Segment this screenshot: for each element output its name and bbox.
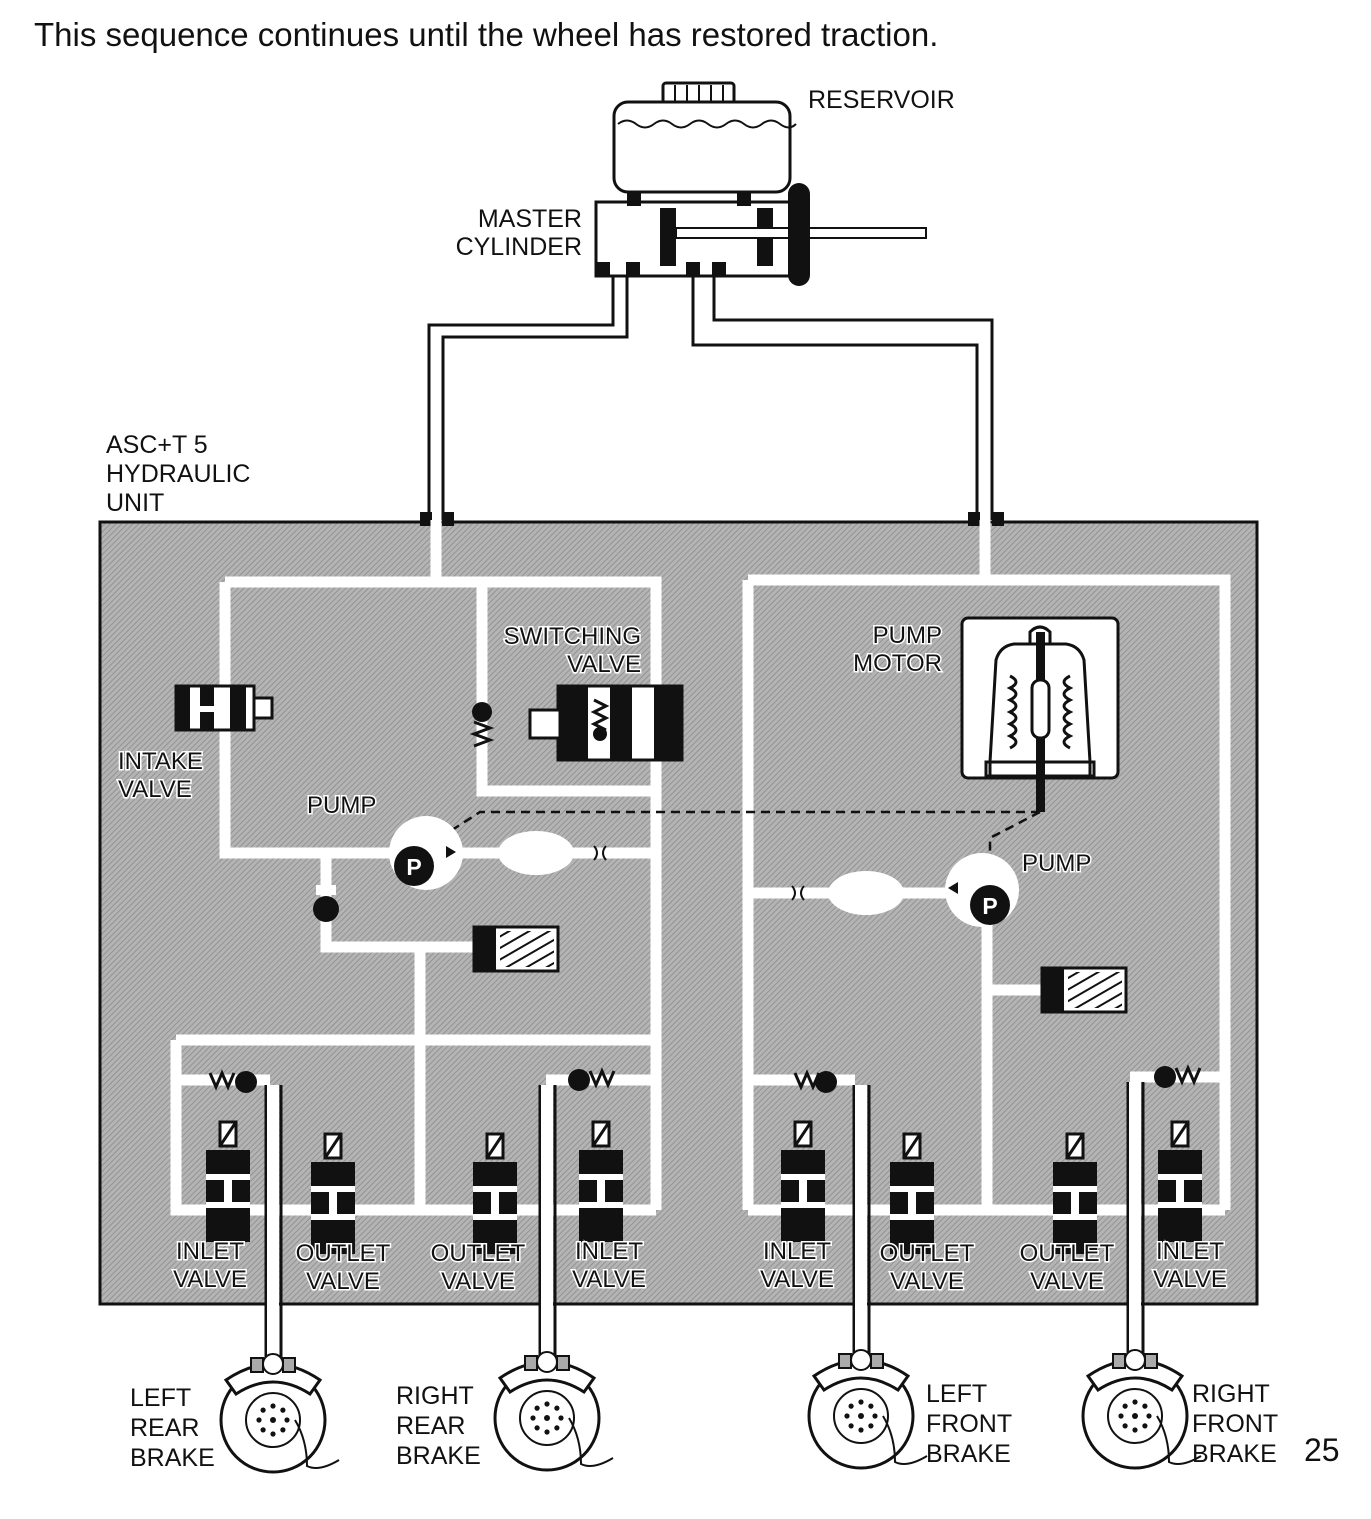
valve-2-label-2: VALVE bbox=[306, 1268, 380, 1295]
switching-valve-label-1: SWITCHING bbox=[504, 623, 641, 650]
left-pump: P bbox=[389, 816, 607, 890]
brake-2-label-2: REAR bbox=[396, 1412, 465, 1440]
check-valve-1 bbox=[208, 1069, 257, 1093]
brakes bbox=[219, 1349, 1202, 1474]
brake-4 bbox=[1081, 1349, 1202, 1470]
brake-2 bbox=[493, 1351, 614, 1472]
brake-3-label-3: BRAKE bbox=[926, 1440, 1011, 1468]
intake-valve bbox=[174, 684, 274, 732]
valve-4-label-1: INLET bbox=[575, 1238, 643, 1265]
intake-valve-label-2: VALVE bbox=[118, 776, 192, 803]
caption: This sequence continues until the wheel … bbox=[34, 16, 939, 53]
left-pump-label: PUMP bbox=[307, 792, 376, 819]
solenoid-valve-1 bbox=[206, 1120, 250, 1242]
fluid-channels bbox=[170, 520, 1231, 1216]
right-pump-label: PUMP bbox=[1022, 850, 1091, 877]
reservoir-label: RESERVOIR bbox=[808, 86, 955, 114]
brake-4-label-3: BRAKE bbox=[1192, 1440, 1277, 1468]
left-accumulator bbox=[472, 925, 560, 973]
left-pump-symbol: P bbox=[406, 854, 421, 880]
master-cylinder bbox=[594, 183, 927, 286]
solenoid-valve-5 bbox=[781, 1120, 825, 1242]
pump-motor-label-2: MOTOR bbox=[853, 650, 942, 677]
valve-1-label-2: VALVE bbox=[173, 1266, 247, 1293]
switching-check-valve bbox=[469, 702, 495, 748]
brake-3-label-2: FRONT bbox=[926, 1410, 1012, 1438]
brake-2-label-1: RIGHT bbox=[396, 1382, 474, 1410]
solenoid-valve-7 bbox=[1053, 1132, 1097, 1254]
solenoid-valves bbox=[206, 1120, 1202, 1254]
solenoid-valve-3 bbox=[473, 1132, 517, 1254]
hydraulic-unit-label-2: HYDRAULIC bbox=[106, 460, 250, 488]
reservoir bbox=[612, 81, 797, 194]
brake-4-label-2: FRONT bbox=[1192, 1410, 1278, 1438]
valve-2-label-1: OUTLET bbox=[296, 1240, 391, 1267]
hydraulic-unit-label-3: UNIT bbox=[106, 489, 164, 517]
master-cylinder-label-1: MASTER bbox=[478, 205, 582, 233]
left-check-ball bbox=[313, 896, 339, 922]
brake-4-label-1: RIGHT bbox=[1192, 1380, 1270, 1408]
valve-4-label-2: VALVE bbox=[572, 1266, 646, 1293]
pump-motor-label-1: PUMP bbox=[873, 622, 942, 649]
brake-1-label-2: REAR bbox=[130, 1414, 199, 1442]
solenoid-valve-6 bbox=[890, 1132, 934, 1254]
switching-valve-label-2: VALVE bbox=[567, 651, 641, 678]
valve-6-label-2: VALVE bbox=[890, 1268, 964, 1295]
valve-3-label-2: VALVE bbox=[441, 1268, 515, 1295]
master-cylinder-label-2: CYLINDER bbox=[456, 233, 582, 261]
valve-1-label-1: INLET bbox=[176, 1238, 244, 1265]
right-pump: P bbox=[791, 853, 1019, 927]
valve-7-label-1: OUTLET bbox=[1020, 1240, 1115, 1267]
solenoid-valve-4 bbox=[579, 1120, 623, 1242]
brake-1-label-3: BRAKE bbox=[130, 1444, 215, 1472]
brake-1-label-1: LEFT bbox=[130, 1384, 191, 1412]
valve-7-label-2: VALVE bbox=[1030, 1268, 1104, 1295]
right-pump-symbol: P bbox=[982, 893, 997, 919]
right-accumulator bbox=[1040, 966, 1128, 1014]
switching-valve bbox=[528, 684, 684, 762]
valve-6-label-1: OUTLET bbox=[880, 1240, 975, 1267]
intake-valve-label-1: INTAKE bbox=[118, 748, 203, 775]
valve-8-label-1: INLET bbox=[1156, 1238, 1224, 1265]
pump-motor bbox=[960, 616, 1120, 812]
hydraulic-unit-label-1: ASC+T 5 bbox=[106, 431, 208, 459]
brake-2-label-3: BRAKE bbox=[396, 1442, 481, 1470]
brake-3 bbox=[807, 1349, 928, 1470]
check-valve-4 bbox=[1154, 1064, 1202, 1088]
valve-5-label-2: VALVE bbox=[760, 1266, 834, 1293]
check-valve-2 bbox=[568, 1067, 616, 1091]
brake-3-label-1: LEFT bbox=[926, 1380, 987, 1408]
solenoid-valve-2 bbox=[311, 1132, 355, 1254]
page-number: 25 bbox=[1304, 1432, 1340, 1468]
solenoid-valve-8 bbox=[1158, 1120, 1202, 1242]
check-valve-3 bbox=[793, 1069, 837, 1093]
master-brake-lines bbox=[427, 276, 994, 520]
brake-feed-lines bbox=[264, 1082, 1145, 1360]
brake-1 bbox=[219, 1353, 340, 1474]
valve-8-label-2: VALVE bbox=[1153, 1266, 1227, 1293]
valve-5-label-1: INLET bbox=[763, 1238, 831, 1265]
valve-3-label-1: OUTLET bbox=[431, 1240, 526, 1267]
